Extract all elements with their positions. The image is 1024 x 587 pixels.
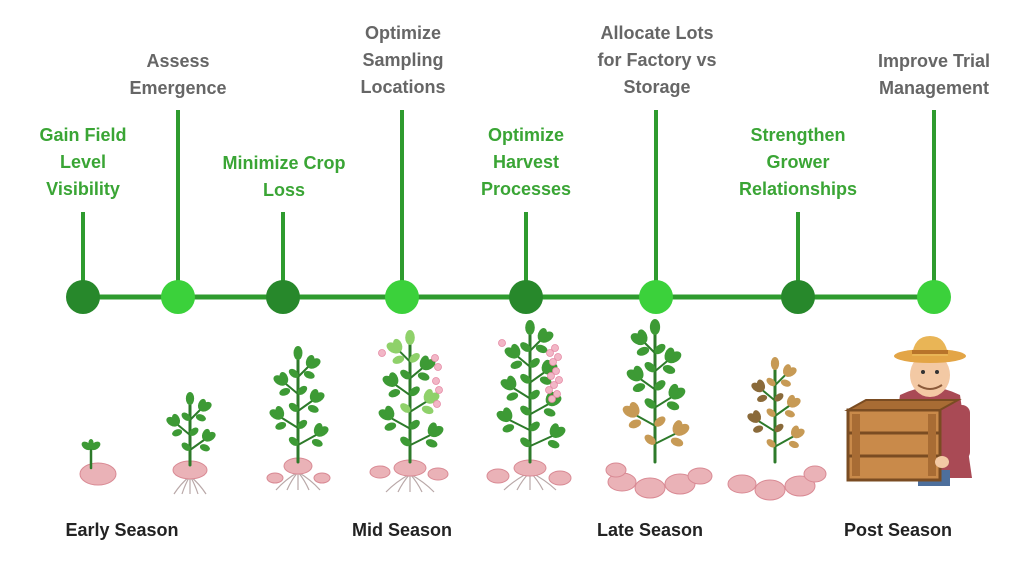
- milestone-label-improve-trial: Improve Trial Management: [877, 51, 991, 98]
- milestone-label-optimize-sampling: Optimize Sampling Locations: [360, 23, 446, 97]
- milestone-label-strengthen-grower: Strengthen Grower Relationships: [738, 125, 858, 199]
- milestone-label-allocate-lots: Allocate Lots for Factory vs Storage: [597, 23, 717, 97]
- milestone-node: [385, 280, 419, 314]
- milestone-node: [781, 280, 815, 314]
- milestone-node: [639, 280, 673, 314]
- milestone-label-optimize-harvest: Optimize Harvest Processes: [480, 125, 572, 199]
- season-label-late: Late Season: [596, 520, 704, 540]
- milestone-label-minimize-crop-loss: Minimize Crop Loss: [222, 153, 346, 200]
- milestone-node: [161, 280, 195, 314]
- potato-dying-plant-icon: [727, 357, 827, 501]
- milestone-label-gain-field-visibility: Gain Field Level Visibility: [39, 125, 127, 199]
- season-label-early: Early Season: [65, 520, 179, 540]
- potato-seedling-icon: [166, 392, 216, 495]
- milestone-label-assess-emergence: Assess Emergence: [129, 51, 227, 98]
- milestone-node: [266, 280, 300, 314]
- season-label-mid: Mid Season: [351, 520, 453, 540]
- season-label-post: Post Season: [843, 520, 953, 540]
- milestone-node: [917, 280, 951, 314]
- potato-young-plant-icon: [266, 346, 331, 491]
- potato-yellowing-plant-icon: [605, 319, 713, 499]
- farmer-with-crate-icon: [844, 336, 972, 486]
- potato-full-bloom-plant-icon: [486, 320, 572, 491]
- potato-sprout-icon: [79, 439, 117, 486]
- milestone-node: [509, 280, 543, 314]
- potato-flowering-plant-icon: [369, 330, 449, 493]
- milestone-node: [66, 280, 100, 314]
